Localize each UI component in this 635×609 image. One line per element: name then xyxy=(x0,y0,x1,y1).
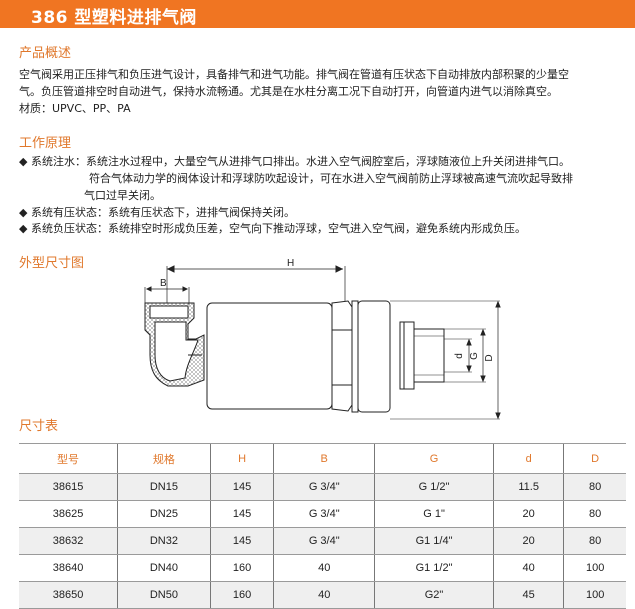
col-header-D: D xyxy=(563,443,626,474)
principle-item-filling-cont2: 气口过早关闭。 xyxy=(84,189,161,202)
table-row: 38632 DN32 145 G 3/4" G1 1/4" 20 80 xyxy=(19,527,626,555)
overview-line-2: 气。负压管道排空时自动进气，保持水流畅通。尤其是在水柱分离工况下自动打开，向管道… xyxy=(19,85,558,98)
cell-spec: DN32 xyxy=(117,527,211,555)
col-header-model: 型号 xyxy=(19,443,118,474)
dim-label-d: d xyxy=(454,353,465,359)
principle-item-pressure: ◆系统有压状态：系统有压状态下，进排气阀保持关闭。 xyxy=(19,204,295,221)
cell-G: G1 1/4" xyxy=(374,527,494,555)
table-heading: 尺寸表 xyxy=(19,419,59,434)
dimension-drawing: H B d G D xyxy=(144,258,501,420)
table-row: 38650 DN50 160 40 G2" 45 100 xyxy=(19,581,626,609)
cell-model: 38632 xyxy=(19,527,118,555)
cell-D: 80 xyxy=(563,500,626,528)
cell-spec: DN15 xyxy=(117,473,211,501)
col-header-G: G xyxy=(374,443,494,474)
cell-B: G 3/4" xyxy=(273,473,375,501)
cell-B: G 3/4" xyxy=(273,500,375,528)
drawing-heading: 外型尺寸图 xyxy=(19,256,85,271)
cell-d: 11.5 xyxy=(493,473,564,501)
diamond-bullet-icon: ◆ xyxy=(19,222,28,235)
cell-model: 38625 xyxy=(19,500,118,528)
cell-B: G 3/4" xyxy=(273,527,375,555)
cell-G: G2" xyxy=(374,581,494,609)
cell-model: 38640 xyxy=(19,554,118,582)
cell-G: G 1/2" xyxy=(374,473,494,501)
cell-G: G 1" xyxy=(374,500,494,528)
title-banner: 386 型塑料进排气阀 xyxy=(0,0,635,28)
table-row: 38640 DN40 160 40 G1 1/2" 40 100 xyxy=(19,554,626,582)
page-title: 386 型塑料进排气阀 xyxy=(31,8,197,28)
col-header-d: d xyxy=(493,443,564,474)
cell-D: 100 xyxy=(563,581,626,609)
table-row: 38615 DN15 145 G 3/4" G 1/2" 11.5 80 xyxy=(19,473,626,501)
table-header-row: 型号 规格 H B G d D xyxy=(19,443,626,474)
cell-B: 40 xyxy=(273,581,375,609)
cell-H: 145 xyxy=(209,500,274,528)
cell-d: 45 xyxy=(493,581,564,609)
cell-H: 145 xyxy=(209,527,274,555)
principle-item-negative: ◆系统负压状态：系统排空时形成负压差，空气向下推动浮球，空气进入空气阀，避免系统… xyxy=(19,220,526,237)
cell-B: 40 xyxy=(273,554,375,582)
cell-d: 20 xyxy=(493,500,564,528)
principle-item-filling-cont1: 符合气体动力学的阀体设计和浮球防吹起设计，可在水进入空气阀前防止浮球被高速气流吹… xyxy=(89,172,573,185)
cell-H: 145 xyxy=(209,473,274,501)
principle-item-text: 系统负压状态：系统排空时形成负压差，空气向下推动浮球，空气进入空气阀，避免系统内… xyxy=(31,222,526,235)
dim-label-B: B xyxy=(160,278,167,289)
overview-heading: 产品概述 xyxy=(19,46,72,61)
cell-D: 80 xyxy=(563,473,626,501)
cell-model: 38650 xyxy=(19,581,118,609)
cell-spec: DN50 xyxy=(117,581,211,609)
cell-D: 100 xyxy=(563,554,626,582)
diamond-bullet-icon: ◆ xyxy=(19,155,28,168)
overview-material: 材质：UPVC、PP、PA xyxy=(19,102,131,115)
cell-d: 20 xyxy=(493,527,564,555)
col-header-H: H xyxy=(209,443,274,474)
cell-D: 80 xyxy=(563,527,626,555)
col-header-spec: 规格 xyxy=(117,443,211,474)
principle-item-text: 系统注水：系统注水过程中，大量空气从进排气口排出。水进入空气阀腔室后，浮球随液位… xyxy=(31,155,570,168)
dimensions-table: 型号 规格 H B G d D 38615 DN15 145 G 3/4" G … xyxy=(19,443,626,609)
diamond-bullet-icon: ◆ xyxy=(19,206,28,219)
cell-H: 160 xyxy=(209,554,274,582)
cell-G: G1 1/2" xyxy=(374,554,494,582)
overview-line-1: 空气阀采用正压排气和负压进气设计，具备排气和进气功能。排气阀在管道有压状态下自动… xyxy=(19,68,569,81)
cell-spec: DN40 xyxy=(117,554,211,582)
cell-d: 40 xyxy=(493,554,564,582)
table-row: 38625 DN25 145 G 3/4" G 1" 20 80 xyxy=(19,500,626,528)
principle-item-text: 系统有压状态：系统有压状态下，进排气阀保持关闭。 xyxy=(31,206,295,219)
cell-model: 38615 xyxy=(19,473,118,501)
dim-label-G: G xyxy=(469,352,480,360)
col-header-B: B xyxy=(273,443,375,474)
cell-H: 160 xyxy=(209,581,274,609)
principle-heading: 工作原理 xyxy=(19,136,72,151)
dim-label-D: D xyxy=(484,354,495,361)
dim-label-H: H xyxy=(287,258,294,269)
cell-spec: DN25 xyxy=(117,500,211,528)
principle-item-filling: ◆系统注水：系统注水过程中，大量空气从进排气口排出。水进入空气阀腔室后，浮球随液… xyxy=(19,153,570,170)
